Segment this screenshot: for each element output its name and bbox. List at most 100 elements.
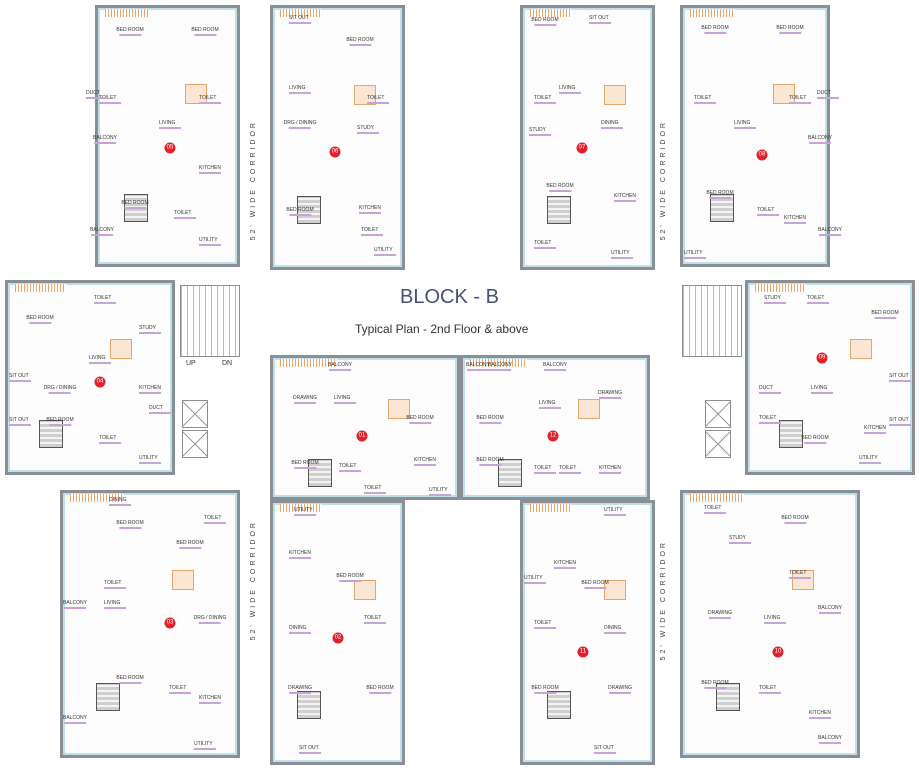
room-label: STUDY [529,128,551,136]
room-label: TOILET [789,571,811,579]
corridor-label-bottom-right: 52' WIDE CORRIDOR [660,540,667,661]
sofa-icon [171,570,194,591]
room-label: BED ROOM [406,416,433,424]
unit-04 [5,280,175,475]
room-label: TOILET [169,686,191,694]
room-label: TOILET [534,621,556,629]
room-label: BALCONY [488,363,512,371]
unit-12 [460,355,650,500]
room-label: LIVING [89,356,111,364]
room-label: BALCONY [466,363,490,371]
unit-number-marker: 05 [164,142,176,154]
balcony-railing [755,284,806,292]
block-title: BLOCK - B [400,286,499,308]
room-label: BED ROOM [116,676,143,684]
room-label: UTILITY [199,238,221,246]
room-label: LIVING [559,86,581,94]
room-label: SIT OUT [594,746,616,754]
room-label: BALCONY [543,363,567,371]
room-label: LIVING [811,386,833,394]
room-label: BALCONY [818,228,842,236]
room-label: KITCHEN [199,696,221,704]
room-label: DINING [109,498,131,506]
lift-shaft [705,430,731,458]
sofa-icon [387,398,410,419]
room-label: TOILET [367,96,389,104]
room-label: UTILITY [139,456,161,464]
staircase-left [180,285,240,357]
unit-number-marker: 04 [94,376,106,388]
room-label: SIT OUT [9,418,31,426]
balcony-railing [530,9,571,17]
room-label: DINING [289,626,311,634]
room-label: LIVING [734,121,756,129]
room-label: DUCT [149,406,171,414]
room-label: SIT OUT [9,374,31,382]
room-label: TOILET [364,616,386,624]
room-label: BED ROOM [346,38,373,46]
bed-icon [297,690,321,719]
room-label: SIT OUT [889,418,911,426]
room-label: BED ROOM [701,681,728,689]
bed-icon [308,459,332,488]
balcony-railing [690,9,735,17]
unit-03 [60,490,240,758]
room-label: DRAWING [608,686,632,694]
room-label: UTILITY [684,251,706,259]
room-label: BED ROOM [776,26,803,34]
room-label: BED ROOM [706,191,733,199]
sofa-icon [577,398,600,419]
lift-shaft [182,430,208,458]
sofa-icon [603,84,626,105]
sofa-icon [850,338,873,359]
room-label: DRG / DINING [44,386,77,394]
room-label: KITCHEN [599,466,621,474]
balcony-railing [15,284,66,292]
sofa-icon [110,338,133,359]
room-label: DINING [601,121,623,129]
room-label: BALCONY [808,136,832,144]
room-label: LIVING [104,601,126,609]
balcony-railing [280,359,337,367]
room-label: DRG / DINING [284,121,317,129]
room-label: TOILET [559,466,581,474]
balcony-railing [280,9,321,17]
room-label: SIT OUT [299,746,321,754]
lift-shaft [182,400,208,428]
balcony-railing [530,504,571,512]
unit-number-marker: 08 [756,149,768,161]
room-label: UTILITY [294,508,316,516]
room-label: DUCT [86,91,108,99]
room-label: DINING [604,626,626,634]
room-label: DRAWING [708,611,732,619]
balcony-railing [70,494,124,502]
room-label: KITCHEN [809,711,831,719]
room-label: STUDY [764,296,786,304]
room-label: SIT OUT [889,374,911,382]
room-label: BED ROOM [531,18,558,26]
unit-number-marker: 07 [576,142,588,154]
room-label: UTILITY [604,508,626,516]
room-label: TOILET [364,486,386,494]
room-label: LIVING [539,401,561,409]
room-label: DRAWING [293,396,317,404]
unit-number-marker: 02 [332,632,344,644]
room-label: BED ROOM [801,436,828,444]
room-label: BALCONY [63,601,87,609]
room-label: TOILET [339,464,361,472]
unit-07 [520,5,655,270]
bed-icon [547,690,571,719]
stair-down-label: DN [222,360,233,367]
bed-icon [779,420,803,449]
unit-10 [680,490,860,758]
room-label: BED ROOM [176,541,203,549]
corridor-label-top-right: 52' WIDE CORRIDOR [660,120,667,241]
room-label: TOILET [789,96,811,104]
sofa-icon [603,579,626,600]
bed-icon [547,195,571,224]
unit-06 [270,5,405,270]
unit-number-marker: 01 [356,430,368,442]
room-label: KITCHEN [554,561,576,569]
room-label: DRAWING [598,391,622,399]
room-label: BALCONY [93,136,117,144]
